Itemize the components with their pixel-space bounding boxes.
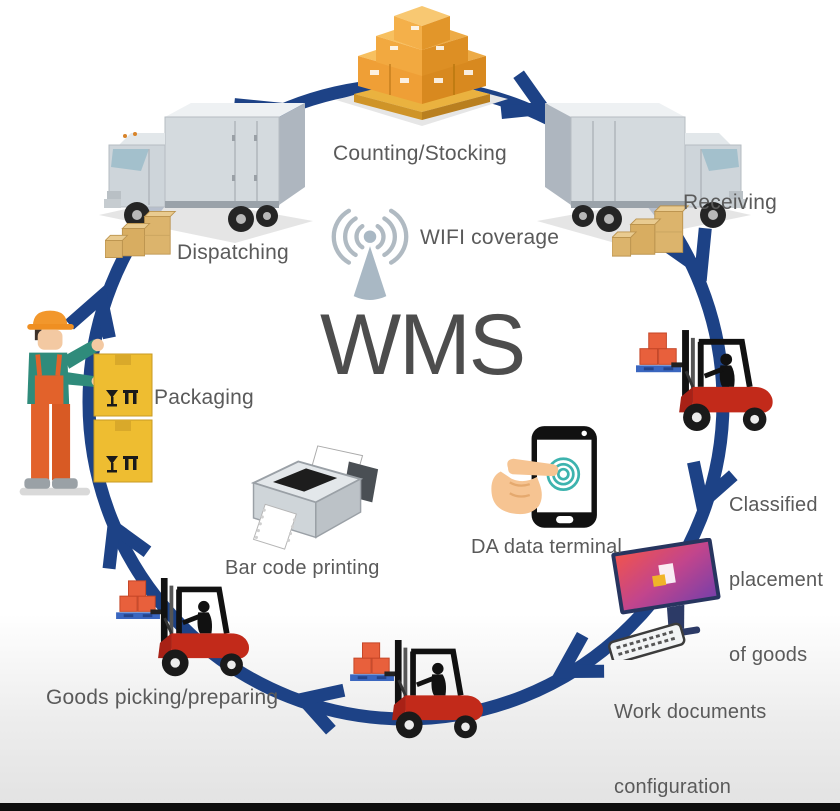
wms-title: WMS	[320, 297, 526, 393]
packaging-worker-icon	[19, 310, 110, 496]
receiving-boxes-icon	[612, 205, 690, 257]
label-da-data-terminal: DA data terminal	[471, 536, 623, 558]
forklift-classified-icon	[636, 330, 773, 432]
label-classified-placement: Classified placement of goods	[729, 494, 824, 666]
dispatch-boxes-icon	[105, 210, 177, 259]
bottom-black-bar	[0, 803, 840, 811]
label-receiving: Receiving	[683, 191, 778, 214]
forklift-storage-icon	[350, 640, 483, 739]
label-wifi-coverage: WIFI coverage	[420, 226, 560, 249]
wifi-antenna-icon	[331, 208, 409, 300]
monitor-keyboard-icon	[608, 538, 721, 660]
label-packaging: Packaging	[154, 386, 254, 409]
handheld-terminal-icon	[491, 426, 597, 528]
stacked-boxes-pallet-icon	[336, 6, 508, 126]
dispatching-truck-icon	[99, 103, 313, 243]
packaging-boxes-icon	[93, 353, 153, 483]
barcode-printer-icon	[250, 445, 379, 550]
label-counting-stocking: Counting/Stocking	[333, 142, 507, 165]
label-storage-reallocation: Storage reallocation/ replenishment	[332, 750, 529, 811]
label-dispatching: Dispatching	[177, 241, 289, 264]
label-work-documents: Work documents configuration	[614, 701, 767, 798]
forklift-picking-icon	[116, 578, 249, 677]
label-goods-picking: Goods picking/preparing	[46, 686, 279, 709]
label-bar-code-printing: Bar code printing	[225, 557, 380, 579]
